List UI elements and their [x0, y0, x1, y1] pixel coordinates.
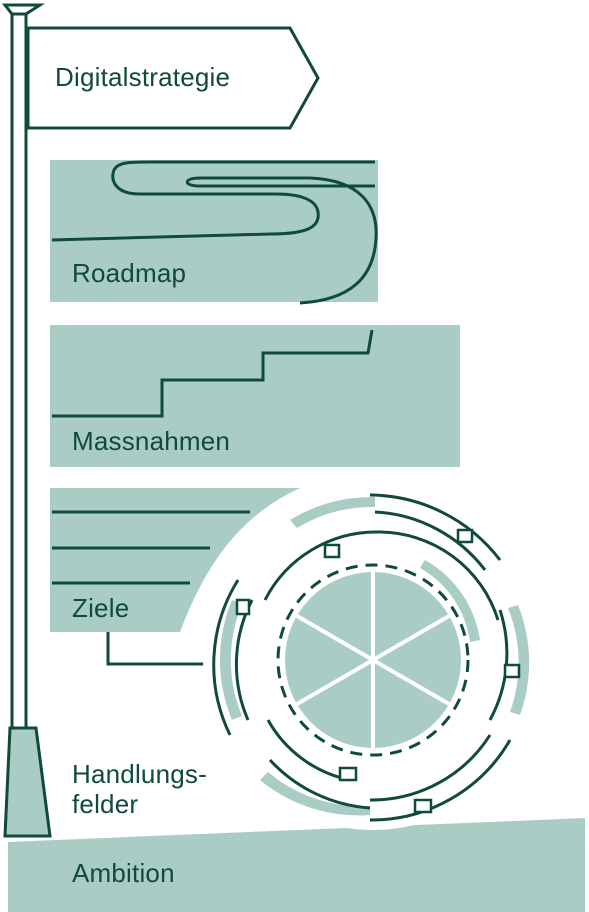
- concentric-rings-icon: [203, 490, 543, 830]
- outer-ring-shade-left: [219, 600, 242, 720]
- roadmap-band: [50, 160, 378, 302]
- outer-ring-arc-left: [212, 579, 240, 736]
- ziele-label: Ziele: [72, 593, 130, 623]
- inner-ring-shade-right: [420, 560, 480, 642]
- ring-marker-5: [338, 766, 358, 782]
- handlungsfelder-label: Handlungs- felder: [72, 759, 207, 819]
- roadmap-block: [50, 160, 378, 305]
- outer-ring-arc-bottom-inner: [369, 734, 492, 802]
- ring-marker-1: [323, 543, 341, 559]
- outer-ring-arc-bottom: [369, 739, 512, 822]
- ambition-layer: [8, 818, 585, 912]
- roadmap-label: Roadmap: [72, 258, 187, 288]
- outer-ring-shade-right: [508, 605, 530, 715]
- massnahmen-band: [50, 325, 460, 467]
- goal-lines: [52, 510, 250, 585]
- massnahmen-block: [50, 325, 460, 467]
- massnahmen-label: Massnahmen: [72, 426, 231, 456]
- outer-ring-shade-bottom: [260, 772, 370, 816]
- ambition-label: Ambition: [72, 858, 175, 888]
- middle-ring-arc-top-right: [377, 530, 500, 621]
- middle-ring-arc-bottom-left: [266, 719, 351, 782]
- sign-board: [26, 26, 320, 130]
- dashed-inner-ring: [276, 563, 470, 757]
- ring-marker-2: [456, 528, 474, 544]
- ziele-block: [50, 488, 300, 666]
- post-pole: [10, 10, 28, 730]
- winding-road-icon: [51, 160, 378, 305]
- connector-line: [106, 632, 212, 666]
- middle-ring-arc-top-left: [263, 530, 379, 601]
- signpost: [1, 3, 320, 838]
- outer-ring-arc-top-right: [369, 493, 502, 561]
- outer-ring-arc-top-right-inner: [374, 510, 487, 571]
- post-cap: [1, 3, 46, 16]
- ring-marker-6: [413, 798, 433, 814]
- ring-marker-3: [503, 663, 521, 679]
- ring-marker-4: [235, 598, 251, 616]
- outer-ring-arc-left-bottom: [268, 758, 371, 810]
- six-segment-pie-icon: [285, 572, 461, 748]
- sign-label: Digitalstrategie: [55, 62, 231, 92]
- outer-ring-shade-top: [290, 496, 375, 528]
- ziele-band: [50, 488, 300, 632]
- pie-dividers: [295, 572, 451, 748]
- post-base: [3, 726, 52, 838]
- stairs-icon: [52, 329, 374, 418]
